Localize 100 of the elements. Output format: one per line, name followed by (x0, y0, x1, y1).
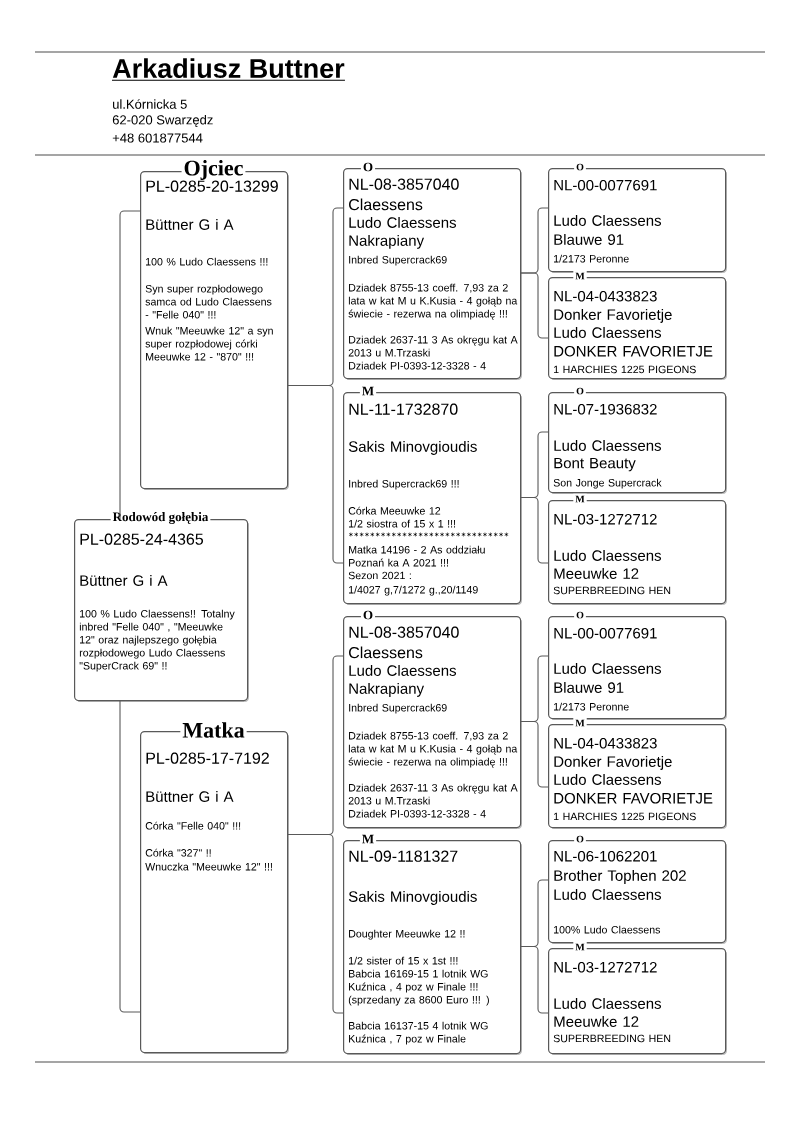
card-text: 100 % Ludo Claessens !!! (146, 257, 268, 266)
card-text: Ludo Claessens (554, 549, 662, 561)
card-text: Inbred Supercrack69 (349, 703, 447, 714)
pedigree-card (548, 493, 727, 605)
card-text: Blauwe 91 (554, 681, 624, 693)
card-text: Ludo Claessens (554, 888, 662, 900)
card-text: Wnuk "Meeuwke 12" a syn super rozpłodowej córki Meeuwke 12 - "870" !!! (145, 326, 273, 361)
card-text: Inbred Supercrack69 (349, 255, 447, 266)
card-text: 1/2173 Peronne (554, 254, 629, 263)
ring-number: PL-0285-17-7192 (146, 752, 269, 764)
card-text: Matka 14196 - 2 As oddziału Poznań ka A 2021 !!! (349, 545, 485, 567)
ring-number: NL-11-1732870 (349, 403, 458, 415)
ring-number: NL-09-1181327 (349, 850, 458, 862)
card-heading: Matka (180, 720, 247, 740)
pedigree-card (140, 158, 289, 490)
card-heading: O (574, 609, 586, 621)
card-text: 100% Ludo Claessens (554, 925, 661, 934)
card-text: Claessens (349, 646, 423, 659)
card-text: Dziadek 8755-13 coeff. 7,93 za 2 lata w kat M u K.Kusia - 4 gołąb na świecie - rezerwa na olimpiadę !!! (348, 731, 518, 768)
card-text: Blauwe 91 (554, 233, 624, 245)
card-text: Ludo Claessens (554, 997, 662, 1009)
card-heading: M (573, 493, 587, 505)
card-text: Córka "327" !! (145, 848, 211, 857)
card-text: Nakrapiany (349, 234, 425, 249)
page-title: Arkadiusz Buttner (111, 58, 346, 81)
card-text: 100 % Ludo Claessens!! Totalny inbred "Felle 040" , "Meeuwke 12" oraz najlepszego gołębia rozpłodowego Ludo Claessens "SuperCrack 69" !! (79, 609, 235, 672)
pedigree-card (548, 609, 727, 720)
card-text: Dziadek 2637-11 3 As okręgu kat A 2013 u M.Trzaski (348, 335, 518, 357)
card-heading: O (574, 385, 586, 397)
card-text: Sezon 2021 : (348, 571, 411, 580)
card-text: Dziadek PI-0393-12-3328 - 4 (349, 361, 486, 370)
card-text: Dziadek PI-0393-12-3328 - 4 (349, 809, 486, 818)
card-text: DONKER FAVORIETJE (554, 792, 713, 804)
card-heading: M (573, 941, 587, 953)
card-text: 1/2 sister of 15 x 1st !!! (349, 956, 458, 965)
card-text: Donker Favorietje (554, 755, 672, 770)
card-text: Inbred Supercrack69 !!! (349, 479, 459, 490)
card-heading: O (574, 833, 586, 845)
ring-number: NL-06-1062201 (554, 850, 657, 862)
pedigree-card (548, 941, 727, 1055)
card-text: Son Jonge Supercrack (553, 478, 662, 489)
card-text: Dziadek 8755-13 coeff. 7,93 za 2 lata w kat M u K.Kusia - 4 gołąb na świecie - rezerwa na olimpiadę !!! (348, 283, 518, 320)
connector-line (286, 384, 344, 564)
connector-line (519, 496, 549, 564)
pedigree-card (548, 270, 727, 380)
card-text: 1 HARCHIES 1225 PIGEONS (554, 812, 696, 821)
card-text: Ludo Claessens (349, 216, 457, 228)
ring-number: PL-0285-20-13299 (146, 180, 278, 192)
ring-number: NL-00-0077691 (554, 627, 657, 639)
card-text: Syn super rozpłodowego samca od Ludo Claessens - "Felle 040" !!! (145, 284, 272, 319)
card-text: Ludo Claessens (554, 662, 662, 674)
card-text: SUPERBREEDING HEN (553, 586, 671, 595)
card-text: Meeuwke 12 (554, 1015, 639, 1027)
card-text: Nakrapiany (349, 682, 425, 697)
ring-number: NL-04-0433823 (554, 290, 657, 302)
card-text: DONKER FAVORIETJE (554, 345, 713, 357)
ring-number: NL-08-3857040 (349, 178, 459, 190)
card-text: Meeuwke 12 (554, 567, 639, 579)
card-text: Donker Favorietje (554, 308, 672, 323)
card-text: 1/2 siostra of 15 x 1 !!! (349, 519, 456, 528)
ring-number: PL-0285-24-4365 (80, 533, 204, 545)
card-text: Córka Meeuwke 12 (348, 506, 441, 515)
card-heading: M (573, 270, 587, 282)
ring-number: NL-03-1272712 (554, 513, 657, 525)
ring-number: NL-00-0077691 (554, 179, 657, 191)
card-text: Büttner G i A (146, 218, 234, 230)
ring-number: NL-08-3857040 (349, 626, 459, 638)
card-text: Ludo Claessens (554, 214, 662, 226)
card-text: Brother Tophen 202 (554, 869, 686, 884)
card-text: Wnuczka "Meeuwke 12" !!! (145, 862, 272, 871)
card-text: Büttner G i A (80, 574, 168, 586)
card-text: Sakis Minovgioudis (348, 890, 477, 905)
card-text: Sakis Minovgioudis (348, 440, 477, 455)
pedigree-card (548, 161, 727, 273)
pedigree-card (343, 832, 522, 1055)
pedigree-card (140, 720, 289, 1054)
pedigree-card (74, 510, 249, 702)
pedigree-card (343, 384, 522, 605)
card-text: 1/2173 Peronne (554, 702, 629, 711)
connector-line (119, 210, 141, 520)
connector-line (519, 272, 549, 339)
card-heading: Rodowód gołębia (110, 510, 211, 526)
connector-line (519, 720, 549, 788)
card-text: Ludo Claessens (554, 773, 662, 785)
connector-line (286, 833, 344, 1014)
connector-line (119, 699, 141, 1013)
card-heading: M (573, 717, 587, 729)
card-text: Bont Beauty (554, 457, 636, 472)
card-text: Büttner G i A (146, 790, 234, 802)
card-text: (sprzedany za 8600 Euro !!! ) (348, 995, 489, 1006)
connector-line (519, 945, 549, 1014)
card-text: Córka "Felle 040" !!! (145, 821, 241, 830)
address-line: 62-020 Swarzędz (112, 114, 213, 128)
card-text: Babcia 16137-15 4 lotnik WG Kuźnica , 7 poz w Finale (349, 1021, 488, 1045)
card-heading: O (574, 161, 586, 173)
ring-number: NL-03-1272712 (554, 961, 657, 973)
card-text: Ludo Claessens (554, 439, 662, 451)
card-text: 1/4027 g,7/1272 g.,20/1149 (349, 585, 478, 596)
card-text: Ludo Claessens (554, 326, 662, 338)
card-text: Dziadek 2637-11 3 As okręgu kat A 2013 u M.Trzaski (348, 783, 518, 805)
